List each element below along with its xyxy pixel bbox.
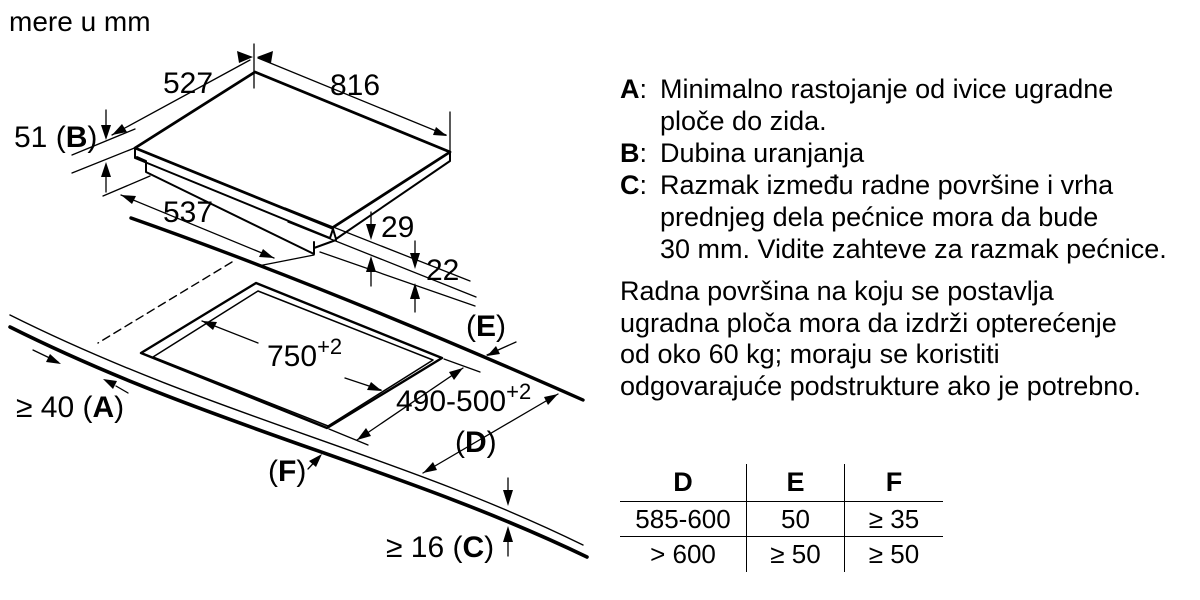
worktop-back-edge <box>129 216 585 402</box>
dim-537-label: 537 <box>163 196 213 229</box>
table-cell: 585-600 <box>620 502 746 537</box>
worktop-front-edge-top <box>9 314 584 546</box>
units-note: mere u mm <box>9 6 151 37</box>
legend-text-a: Minimalno rastojanje od ivice ugradne pl… <box>660 74 1114 136</box>
table-cell: ≥ 50 <box>746 537 845 572</box>
legend-key-c: C: <box>620 170 648 200</box>
table-header-d: D <box>620 464 746 502</box>
table-cell: 50 <box>746 502 845 537</box>
ref-f-label: (F) <box>268 455 306 488</box>
cutout-outer-outline <box>139 281 444 430</box>
legend: A: Minimalno rastojanje od ivice ugradne… <box>620 73 1186 265</box>
dim-22-label: 22 <box>426 254 459 287</box>
table-cell: > 600 <box>650 539 716 569</box>
dim-750-label: 750+2 <box>267 334 342 373</box>
ref-a-label: ≥ 40 (A) <box>16 391 124 424</box>
clearance-table: D E F 585-600 50 ≥ 35 > 600 ≥ 50 ≥ 50 <box>620 464 943 572</box>
ref-d-label: (D) <box>455 426 497 459</box>
ref-e-label: (E) <box>466 310 506 343</box>
legend-key-a: A: <box>620 74 648 104</box>
legend-text-c: Razmak između radne površine i vrha pred… <box>660 170 1167 264</box>
dim-490-500-label: 490-500+2 <box>396 379 531 418</box>
dim-816-label: 816 <box>330 69 380 102</box>
dim-51B-label: 51 (B) <box>14 121 97 154</box>
table-cell: ≥ 35 <box>845 502 943 537</box>
worktop-front-edge-bottom <box>8 325 589 559</box>
installation-diagram: mere u mm 527 816 51 (B) 537 29 22 750+2… <box>8 6 589 564</box>
hob-top-surface <box>133 70 452 230</box>
ref-c-label: ≥ 16 (C) <box>386 531 494 564</box>
hob-burner-box <box>136 156 337 255</box>
legend-key-b: B: <box>620 138 648 168</box>
legend-item-a: A: Minimalno rastojanje od ivice ugradne… <box>620 73 1186 137</box>
legend-text-b: Dubina uranjanja <box>660 138 865 168</box>
cutout-inner-outline <box>152 290 434 427</box>
table-header-e: E <box>746 464 845 502</box>
projection-dashed-line <box>97 261 233 344</box>
table-header-f: F <box>845 464 943 502</box>
legend-item-b: B: Dubina uranjanja <box>620 137 1186 169</box>
legend-item-c: C: Razmak između radne površine i vrha p… <box>620 169 1186 265</box>
dim-29-label: 29 <box>381 211 414 244</box>
table-cell: ≥ 50 <box>868 539 920 569</box>
dim-527-label: 527 <box>163 67 213 100</box>
load-note: Radna površina na koju se postavlja ugra… <box>620 276 1141 401</box>
